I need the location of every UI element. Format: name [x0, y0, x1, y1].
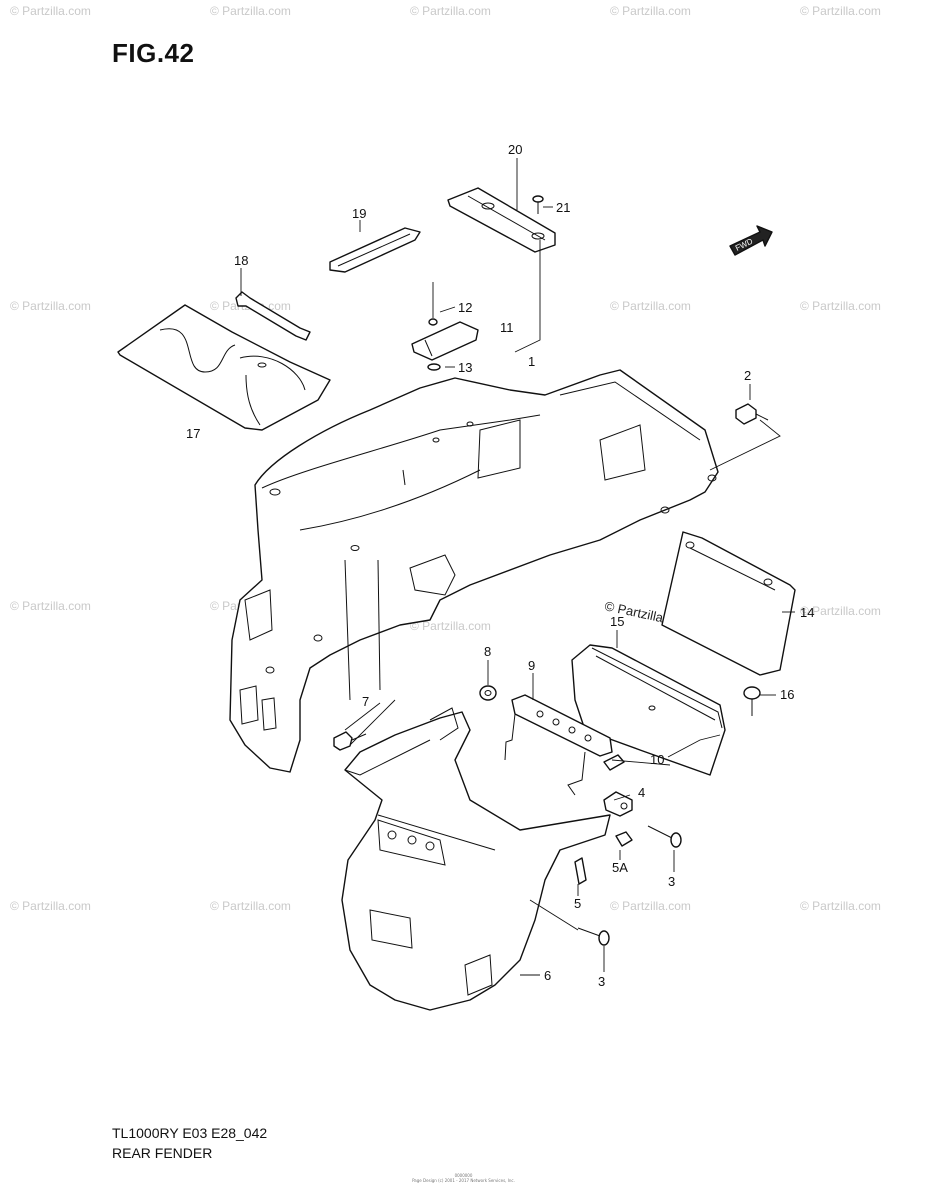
callout-11: 11: [500, 320, 514, 335]
watermark-text: © Partzilla.com: [10, 599, 91, 613]
part-6-plate-holder[interactable]: [341, 707, 611, 1011]
part-17-mat[interactable]: [117, 304, 331, 431]
part-19-strap[interactable]: [329, 227, 421, 273]
part-5a-nut[interactable]: [615, 831, 633, 847]
callout-4: 4: [638, 785, 645, 800]
callout-19: 19: [352, 206, 366, 221]
part-3-bolt-lower[interactable]: [577, 927, 610, 946]
part-20-cover[interactable]: [447, 187, 556, 253]
callout-14: 14: [800, 605, 814, 620]
callout-1: 1: [528, 354, 535, 369]
watermark-text: © Partzilla.com: [800, 604, 881, 618]
callout-12: 12: [458, 300, 472, 315]
watermark-text: © Partzilla.com: [10, 899, 91, 913]
callout-6: 6: [544, 968, 551, 983]
part-14-panel[interactable]: [661, 531, 796, 676]
part-2-bolt[interactable]: [735, 403, 769, 425]
callout-labels: 20 21 19 18 12 11 1 13 17 2 14 15 16 8 9…: [186, 142, 814, 989]
callout-18: 18: [234, 253, 248, 268]
callout-5: 5: [574, 896, 581, 911]
watermark-text: © Partzilla.com: [610, 4, 691, 18]
part-9-bracket[interactable]: [504, 694, 613, 796]
credit-line: Page Design (c) 2001 - 2017 Network Serv…: [412, 1178, 515, 1183]
part-12-bracket[interactable]: [411, 282, 479, 361]
watermark-text: © Partzilla.com: [610, 299, 691, 313]
figure-title: FIG.42: [112, 38, 195, 68]
callout-10: 10: [650, 752, 664, 767]
callout-16: 16: [780, 687, 794, 702]
callout-9: 9: [528, 658, 535, 673]
watermark-text: © Partzilla.com: [210, 899, 291, 913]
watermark-text: © Partzilla.com: [10, 4, 91, 18]
watermark-text: © Partzilla.com: [410, 619, 491, 633]
watermark-text: © Partzilla.com: [610, 899, 691, 913]
figure-name: REAR FENDER: [112, 1145, 213, 1161]
callout-20: 20: [508, 142, 522, 157]
watermark-text: © Partzilla.com: [210, 4, 291, 18]
callout-7: 7: [362, 694, 369, 709]
watermark-text: © Partzilla.com: [800, 899, 881, 913]
part-8-nut[interactable]: [479, 685, 497, 701]
part-13-washer[interactable]: [427, 363, 441, 371]
watermark-text: © Partzilla.com: [800, 299, 881, 313]
credit-line: 0000000: [454, 1173, 473, 1178]
callout-13: 13: [458, 360, 472, 375]
watermark-text: © Partzilla.com: [800, 4, 881, 18]
part-5-reflector-stud[interactable]: [574, 857, 587, 885]
callout-2: 2: [744, 368, 751, 383]
part-18-tool[interactable]: [235, 291, 311, 341]
callout-3-lower: 3: [598, 974, 605, 989]
callout-3: 3: [668, 874, 675, 889]
part-4-clip[interactable]: [603, 791, 633, 817]
part-7-bolt[interactable]: [333, 731, 367, 751]
fwd-arrow-icon: FWD: [729, 225, 773, 256]
part-16-bolt[interactable]: [743, 686, 761, 716]
leader-lines: [240, 158, 795, 976]
part-21-screw[interactable]: [532, 195, 544, 214]
part-3-bolt-upper[interactable]: [647, 825, 682, 848]
callout-17: 17: [186, 426, 200, 441]
callout-8: 8: [484, 644, 491, 659]
part-15-inner-fender[interactable]: [571, 644, 726, 776]
model-code: TL1000RY E03 E28_042: [112, 1125, 268, 1141]
part-1-rear-fender[interactable]: [229, 369, 719, 773]
watermark-text: © Partzilla.com: [410, 4, 491, 18]
callout-15: 15: [610, 614, 624, 629]
watermark-text: © Partzilla.com: [10, 299, 91, 313]
part-9-bolt[interactable]: [603, 754, 625, 771]
callout-5a: 5A: [612, 860, 628, 875]
watermark-grid: © Partzilla.com © Partzilla.com © Partzi…: [10, 4, 881, 913]
callout-21: 21: [556, 200, 570, 215]
